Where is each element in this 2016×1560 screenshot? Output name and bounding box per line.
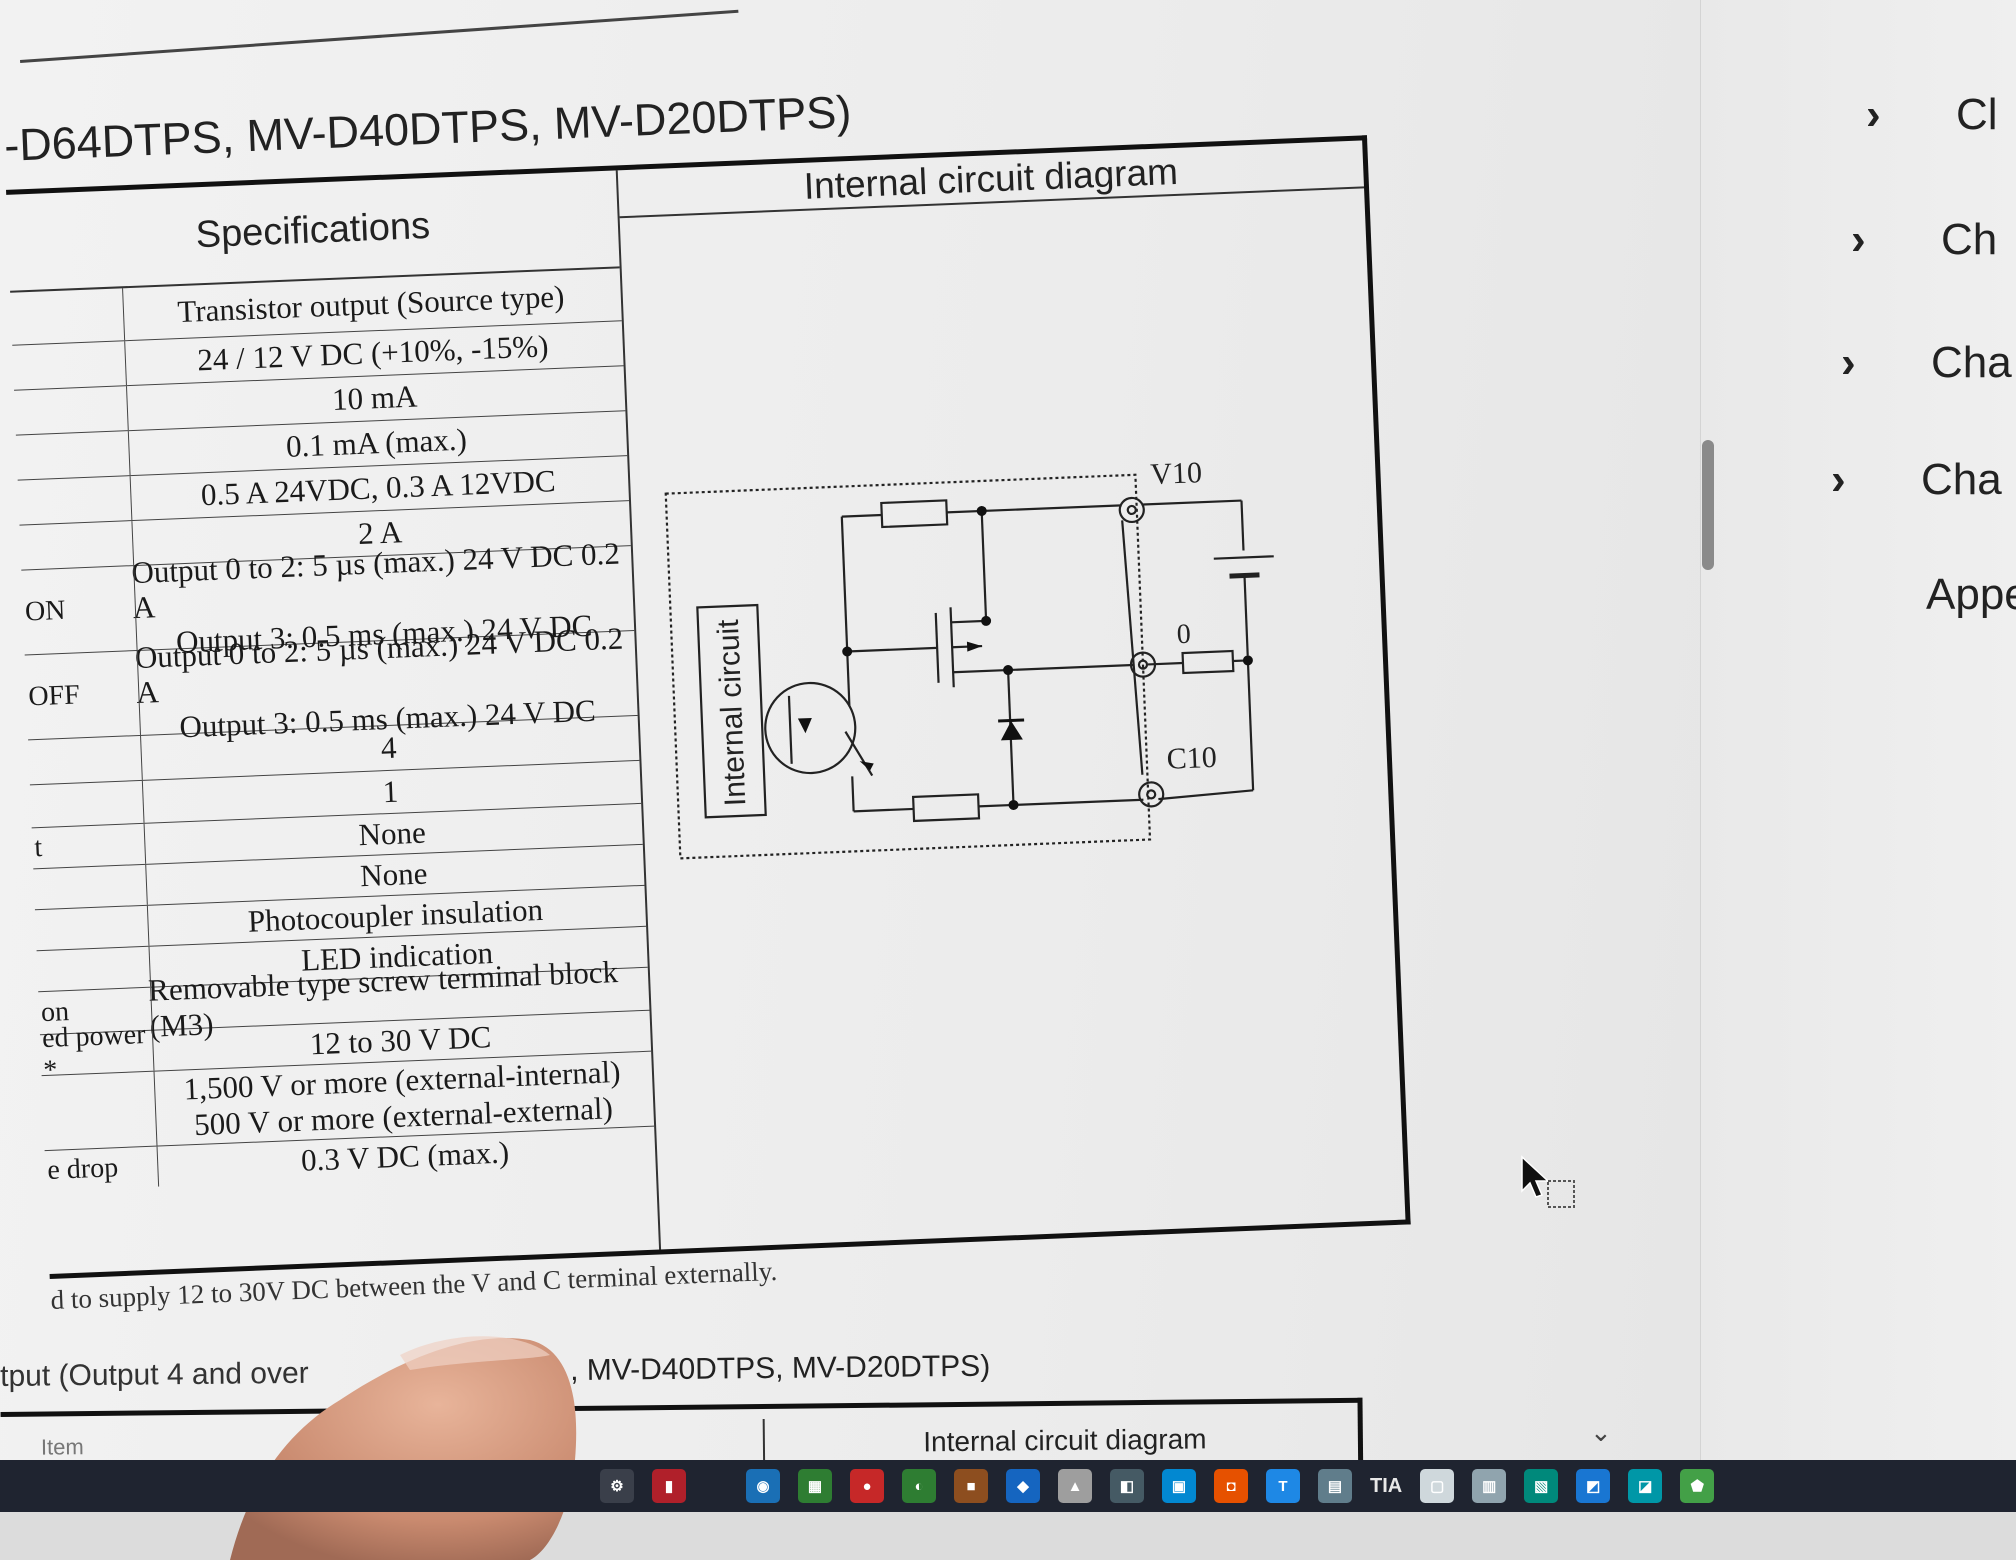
led-triangle <box>797 717 812 734</box>
row-label <box>33 864 148 910</box>
app-icon[interactable]: ▦ <box>798 1469 832 1503</box>
chevron-right-icon: › <box>1831 455 1846 504</box>
scrollbar-thumb[interactable] <box>1702 440 1714 570</box>
taskbar: ⚙ ▮ ◉ ▦ ● ◐ ■ ◆ ▲ ◧ ▣ ◘ T ▤ TIA ▢ ▥ ▧ ◩ … <box>0 1460 2016 1512</box>
nav-item-2[interactable]: › Ch <box>1851 215 1997 265</box>
v10-label: V10 <box>1150 456 1203 491</box>
resistor-bottom <box>911 793 981 823</box>
app-icon[interactable]: T <box>1266 1469 1300 1503</box>
fet-arrow <box>966 641 983 652</box>
row-label <box>41 1071 158 1151</box>
terminal-v10 <box>1118 496 1145 524</box>
chevron-down-icon[interactable]: ⌄ <box>1590 1418 1612 1448</box>
row-label: ed power * <box>39 1019 155 1086</box>
chevron-right-icon: › <box>1866 90 1881 139</box>
transistor-arrow <box>859 761 874 771</box>
app-icon[interactable]: ● <box>850 1469 884 1503</box>
row-label <box>34 905 150 951</box>
row-value: 0.1 mA (max.) <box>285 421 468 465</box>
app-icon[interactable]: ▲ <box>1058 1469 1092 1503</box>
internal-circuit-label: Internal circuit <box>712 618 752 807</box>
app-icon[interactable]: ◪ <box>1628 1469 1663 1503</box>
nav-item-label: Cha <box>1921 455 2002 504</box>
c10-label: C10 <box>1166 741 1217 776</box>
zero-terminal-label: 0 <box>1176 619 1191 651</box>
photocoupler-circle <box>764 681 857 775</box>
taskbar-tia-label[interactable]: TIA <box>1370 1474 1403 1497</box>
app-icon[interactable]: ▢ <box>1420 1469 1455 1503</box>
nav-item-3[interactable]: › Cha <box>1841 338 2012 388</box>
nav-item-label: Ch <box>1941 215 1998 264</box>
nav-item-label: Cha <box>1931 338 2012 387</box>
next-section: tput (Output 4 and over , MV-D40DTPS, MV… <box>0 1345 1401 1477</box>
diagram-header: Internal circuit diagram <box>617 140 1365 219</box>
settings-icon[interactable]: ⚙ <box>600 1469 634 1503</box>
app-icon[interactable]: ▣ <box>1162 1469 1196 1503</box>
mouse-cursor-icon <box>1521 1155 1575 1208</box>
internal-boundary <box>664 473 1152 860</box>
row-label <box>15 431 131 480</box>
row-label: t <box>31 823 147 869</box>
diode-triangle <box>1000 720 1023 741</box>
chevron-right-icon: › <box>1851 215 1866 264</box>
app-icon[interactable]: ◧ <box>1110 1469 1144 1503</box>
resistor-top <box>880 499 949 529</box>
app-icon[interactable]: ▤ <box>1318 1469 1352 1503</box>
circuit-svg: Internal circuit V10 0 C10 <box>664 456 1274 860</box>
spec-section: -D64DTPS, MV-D40DTPS, MV-D20DTPS) Specif… <box>3 85 1411 1315</box>
row-label <box>12 341 127 390</box>
terminal-c10 <box>1138 781 1165 808</box>
app-icon[interactable]: ◩ <box>1576 1469 1611 1503</box>
row-label <box>14 386 129 435</box>
diagram-column: Internal circuit diagram <box>617 140 1406 1249</box>
side-navigation: › Cl › Ch › Cha › Cha Appe <box>1700 0 2016 1460</box>
finger-occlusion <box>230 1336 577 1560</box>
row-value: 4 <box>380 729 398 766</box>
app-icon[interactable]: ◆ <box>1006 1469 1040 1503</box>
next-section-models: , MV-D40DTPS, MV-D20DTPS) <box>569 1349 991 1388</box>
document-pane[interactable]: -D64DTPS, MV-D40DTPS, MV-D20DTPS) Specif… <box>0 0 1700 1477</box>
row-label: OFF <box>24 650 142 740</box>
nav-item-label: Cl <box>1956 90 1998 139</box>
app-icon[interactable]: ▮ <box>652 1469 686 1503</box>
app-icon[interactable]: ◐ <box>902 1469 936 1503</box>
app-icon[interactable]: ▧ <box>1524 1469 1559 1503</box>
nav-item-label: Appe <box>1926 570 2016 619</box>
nav-item-1[interactable]: › Cl <box>1866 90 1998 140</box>
app-icon[interactable]: ■ <box>954 1469 988 1503</box>
nav-item-5[interactable]: Appe <box>1926 570 2016 620</box>
row-value: None <box>357 814 427 853</box>
app-icon[interactable]: ◘ <box>1214 1469 1248 1503</box>
section-title: -D64DTPS, MV-D40DTPS, MV-D20DTPS) <box>3 85 853 171</box>
resistor-load <box>1181 649 1235 675</box>
spec-table-frame: Specifications Transistor output (Source… <box>6 135 1411 1280</box>
row-label <box>29 780 145 828</box>
row-label <box>10 288 126 345</box>
row-value: 1 <box>382 773 399 810</box>
internal-circuit-diagram: Internal circuit V10 0 C10 <box>639 411 1376 880</box>
spec-table: Specifications Transistor output (Source… <box>6 170 662 1275</box>
nav-item-4[interactable]: › Cha <box>1831 455 2002 505</box>
row-label <box>28 735 143 785</box>
terminal-0 <box>1129 651 1157 678</box>
internal-circuit-box <box>696 603 767 819</box>
app-icon[interactable]: ▥ <box>1472 1469 1507 1503</box>
app-icon[interactable]: ⬟ <box>1680 1469 1715 1503</box>
row-value: 10 mA <box>331 378 418 418</box>
chevron-right-icon: › <box>1841 338 1856 387</box>
row-label: e drop <box>44 1146 160 1192</box>
row-value: None <box>359 855 429 894</box>
row-label <box>17 476 133 525</box>
next-item-header: Item <box>40 1434 84 1460</box>
app-icon[interactable]: ◉ <box>746 1469 780 1503</box>
